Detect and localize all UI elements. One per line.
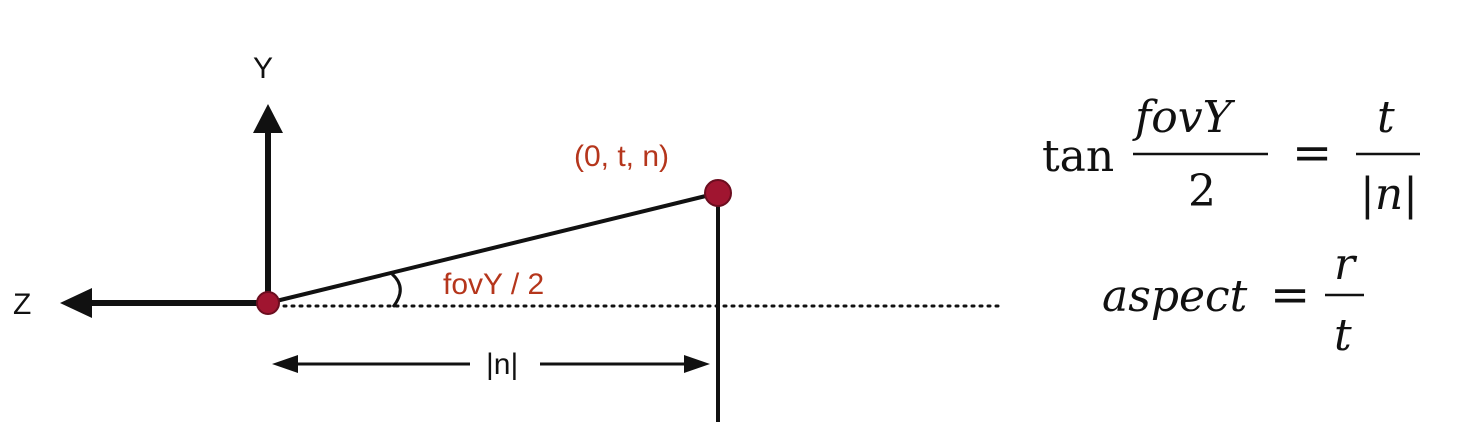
y-axis-arrow bbox=[253, 104, 283, 303]
angle-label: fovY / 2 bbox=[443, 268, 544, 301]
equation-tan-fov: tan fovY 2 = t |n| bbox=[1042, 92, 1420, 220]
eq2-equals: = bbox=[1270, 267, 1310, 323]
eq2-lhs: aspect bbox=[1102, 271, 1248, 322]
eq1-lhs-numerator: fovY bbox=[1132, 92, 1236, 143]
distance-label: |n| bbox=[486, 348, 518, 381]
near-plane-point bbox=[704, 179, 732, 207]
point-coordinate-label: (0, t, n) bbox=[574, 140, 669, 173]
eq1-rhs-denominator: |n| bbox=[1360, 169, 1418, 220]
y-axis-label: Y bbox=[253, 52, 273, 85]
angle-arc bbox=[390, 272, 402, 308]
z-axis-label: Z bbox=[13, 288, 31, 321]
eq1-rhs-numerator: t bbox=[1377, 92, 1395, 143]
z-axis-arrow bbox=[60, 288, 268, 318]
eq1-lhs-denominator: 2 bbox=[1188, 166, 1216, 217]
distance-dimension bbox=[272, 355, 710, 373]
eq2-rhs-denominator: t bbox=[1334, 310, 1352, 361]
eq1-equals: = bbox=[1292, 125, 1332, 181]
fov-ray-line bbox=[267, 191, 719, 305]
origin-point bbox=[256, 291, 280, 315]
eq2-rhs-numerator: r bbox=[1334, 239, 1358, 290]
equation-aspect: aspect = r t bbox=[1102, 239, 1364, 361]
eq1-function: tan bbox=[1042, 131, 1114, 182]
